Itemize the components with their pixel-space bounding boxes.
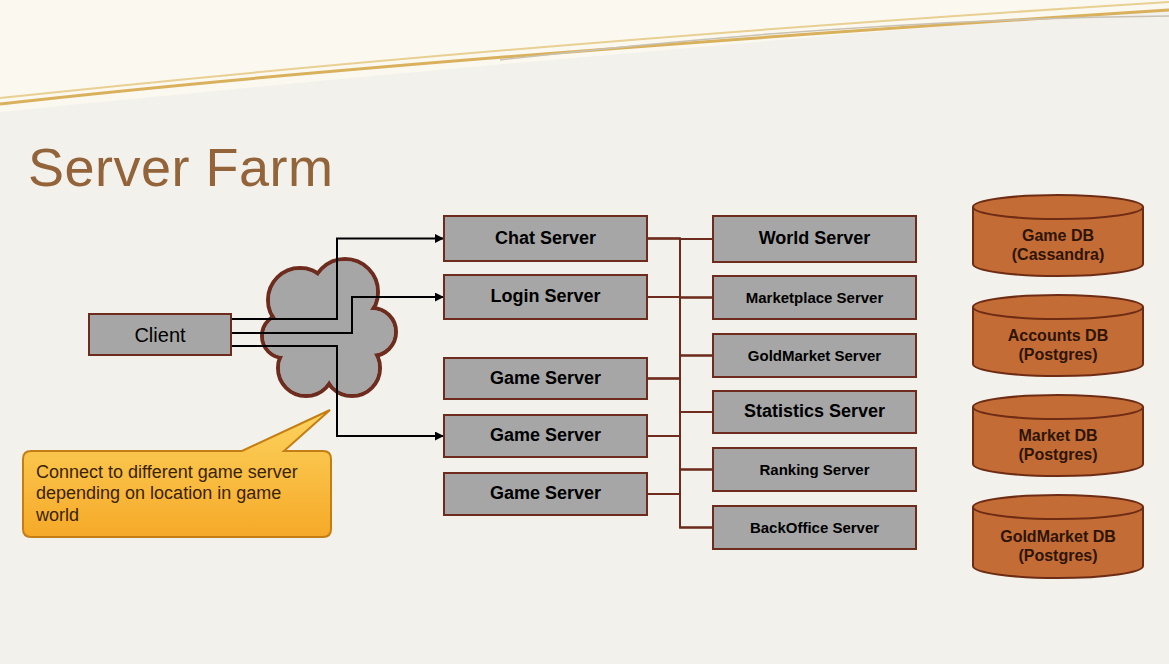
cylinder-body: [973, 495, 1143, 578]
cylinder-body: [973, 195, 1143, 276]
node-label: Game Server: [490, 368, 601, 390]
bus-connector: [648, 298, 712, 495]
arrow-connector: [232, 239, 443, 320]
node-label: Game Server: [490, 425, 601, 447]
server-box: Game Server: [443, 414, 648, 458]
node-label: Accounts DB (Postgres): [982, 326, 1134, 364]
node-label: Chat Server: [495, 228, 596, 250]
server-box: BackOffice Server: [712, 505, 917, 550]
bus-connector: [648, 297, 712, 528]
node-label: Game Server: [490, 483, 601, 505]
server-box: World Server: [712, 215, 917, 263]
node-label: Game DB (Cassandra): [982, 226, 1134, 264]
note-text: Connect to different game server dependi…: [36, 462, 318, 527]
node-label: World Server: [759, 228, 871, 250]
bus-connector: [648, 470, 712, 495]
bus-connector: [648, 412, 712, 494]
bus-connector: [648, 494, 712, 528]
arrow-connector: [232, 297, 443, 333]
network-cloud: [262, 259, 396, 396]
server-box: Game Server: [443, 472, 648, 516]
server-box: Marketplace Server: [712, 275, 917, 320]
node-label: Market DB (Postgres): [982, 426, 1134, 464]
database-cylinder: Market DB (Postgres): [972, 395, 1144, 477]
node-label: GoldMarket Server: [748, 347, 881, 365]
database-cylinder: Accounts DB (Postgres): [972, 295, 1144, 377]
server-box: GoldMarket Server: [712, 333, 917, 378]
header-swoosh-line: [500, 16, 1169, 60]
cylinder-rim: [973, 207, 1143, 219]
server-box: Login Server: [443, 274, 648, 320]
node-label: Marketplace Server: [746, 289, 884, 307]
header-swoosh-line: [0, 10, 1169, 104]
header-swoosh-line: [0, 2, 1169, 98]
server-box: Statistics Server: [712, 390, 917, 434]
callout-shape: [23, 410, 331, 537]
bus-connector: [648, 239, 712, 494]
arrow-connector: [232, 346, 443, 436]
bus-connector: [648, 356, 712, 495]
callout-note: Connect to different game server dependi…: [22, 450, 332, 538]
server-box: Game Server: [443, 357, 648, 400]
cylinder-body: [973, 295, 1143, 376]
node-label: GoldMarket DB (Postgres): [982, 527, 1134, 565]
header-swoosh: [0, 0, 1169, 112]
cylinder-rim: [973, 507, 1143, 519]
cylinder-body: [973, 395, 1143, 476]
node-label: Statistics Server: [744, 401, 885, 423]
node-label: Client: [134, 323, 185, 347]
node-label: BackOffice Server: [750, 519, 879, 537]
server-box: Ranking Server: [712, 447, 917, 492]
cylinder-rim: [973, 407, 1143, 419]
slide-title: Server Farm: [28, 136, 334, 198]
database-cylinder: GoldMarket DB (Postgres): [972, 495, 1144, 579]
node-label: Login Server: [490, 286, 600, 308]
database-cylinder: Game DB (Cassandra): [972, 195, 1144, 277]
node-label: Ranking Server: [759, 461, 869, 479]
bus-connector: [648, 239, 712, 528]
client-box: Client: [88, 313, 232, 356]
server-box: Chat Server: [443, 215, 648, 262]
cylinder-rim: [973, 307, 1143, 319]
